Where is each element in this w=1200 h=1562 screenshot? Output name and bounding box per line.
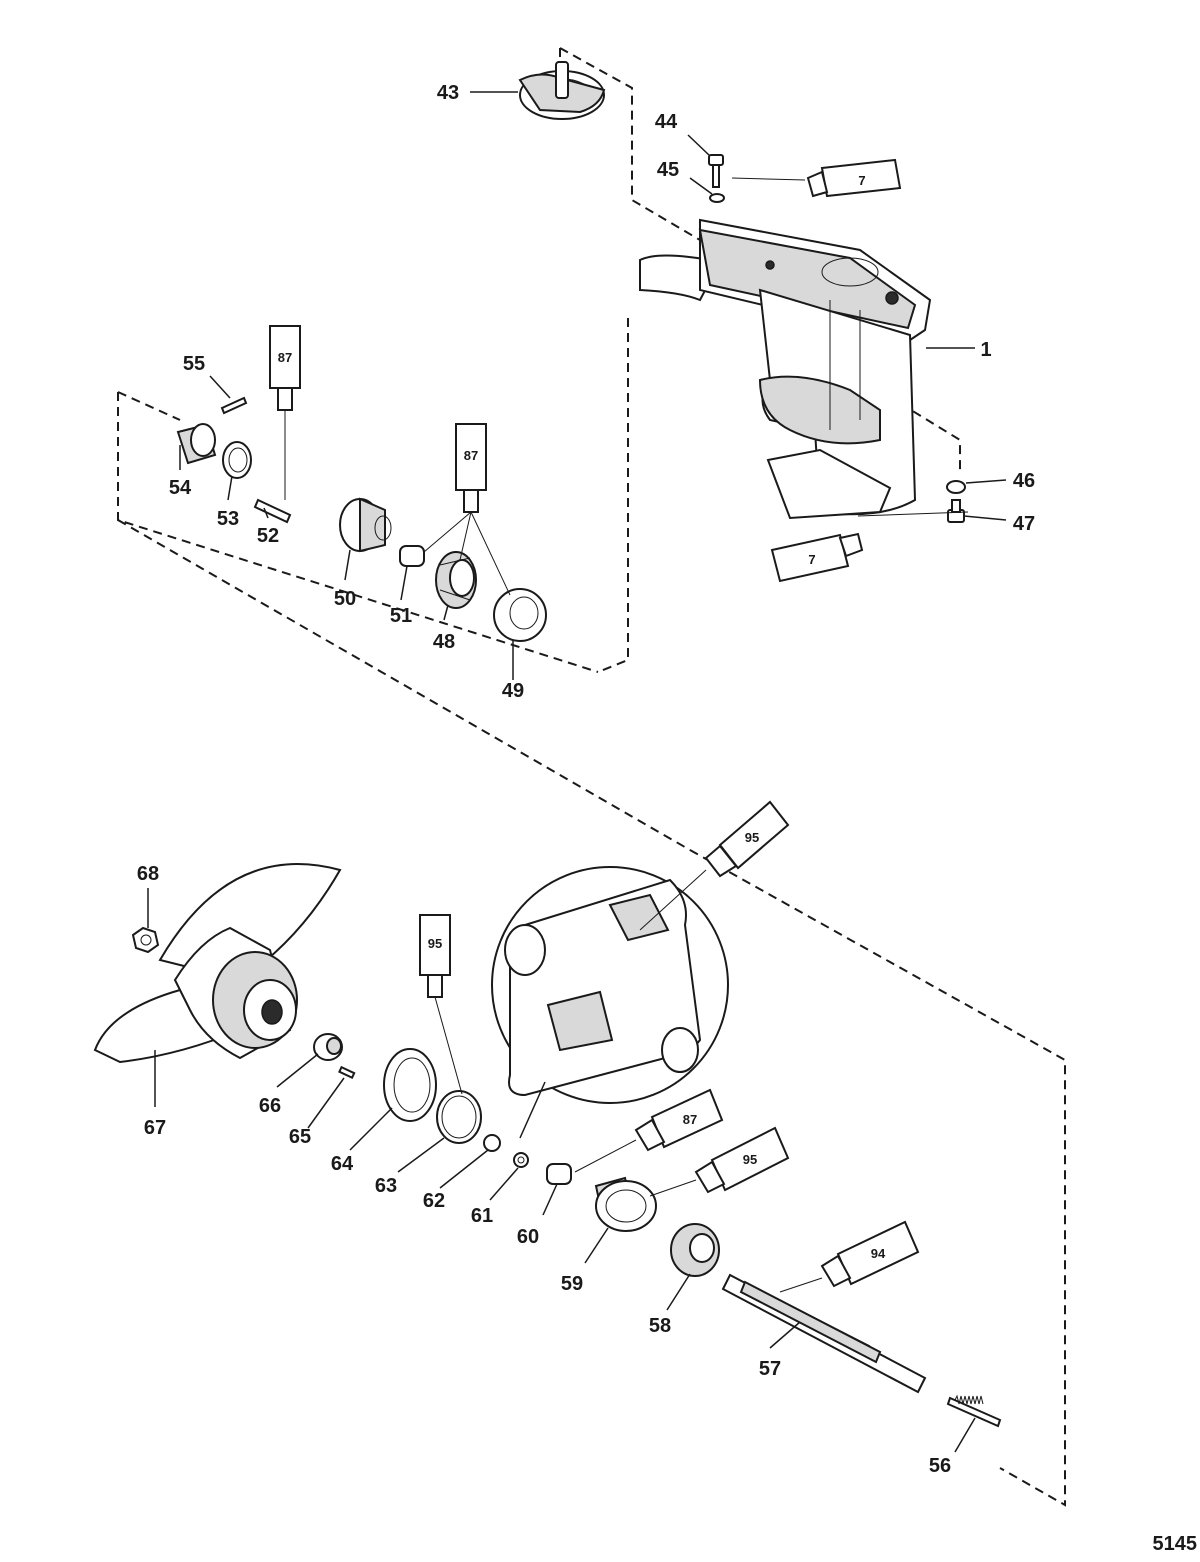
bushing-60 (546, 1163, 572, 1185)
tube-95-mid: 95 (419, 914, 451, 998)
gear-50 (339, 497, 392, 553)
tube-94: 94 (820, 1220, 920, 1288)
tube-7-top: 7 (806, 158, 902, 198)
callout-56: 56 (929, 1455, 951, 1477)
gear-housing (639, 218, 932, 520)
washer-62 (483, 1134, 501, 1152)
tube-95-mid-label: 95 (428, 936, 442, 951)
callout-leaders (147, 91, 1007, 1453)
tube-95-top-label: 95 (745, 830, 759, 845)
callout-48: 48 (433, 631, 455, 653)
tube-7-bottom-label: 7 (808, 552, 815, 567)
callout-54: 54 (169, 477, 192, 499)
washer-46 (946, 480, 966, 494)
callout-labels: 43 44 45 1 46 47 55 54 53 52 50 51 48 49… (137, 82, 1035, 1477)
shift-pin-52 (253, 498, 292, 524)
callout-58: 58 (649, 1315, 671, 1337)
callout-57: 57 (759, 1358, 781, 1380)
callout-62: 62 (423, 1190, 445, 1212)
tube-87-mid: 87 (455, 423, 487, 513)
propeller-shaft-57 (721, 1273, 927, 1394)
gear-59 (594, 1176, 657, 1232)
callout-1: 1 (980, 339, 991, 361)
callout-66: 66 (259, 1095, 281, 1117)
callout-67: 67 (144, 1117, 166, 1139)
callout-61: 61 (471, 1205, 493, 1227)
clutch-54 (176, 423, 217, 465)
bearing-race-49 (493, 588, 547, 642)
callout-49: 49 (502, 680, 524, 702)
propeller-67 (93, 863, 342, 1064)
spring-56 (946, 1394, 1002, 1428)
detail-inset (491, 866, 729, 1139)
tube-87-mid-label: 87 (464, 448, 478, 463)
tube-7-bottom: 7 (770, 532, 864, 583)
callout-55: 55 (183, 353, 205, 375)
tube-87-lower: 87 (634, 1088, 724, 1152)
callout-64: 64 (331, 1153, 354, 1175)
callout-52: 52 (257, 525, 279, 547)
tube-87-lower-label: 87 (683, 1112, 697, 1127)
callout-68: 68 (137, 863, 159, 885)
retainer-ring-53 (222, 441, 252, 479)
washer-61 (513, 1152, 529, 1168)
gear-58 (670, 1223, 720, 1277)
tube-87-left: 87 (269, 325, 301, 411)
callout-51: 51 (390, 605, 412, 627)
bearing-48 (435, 551, 477, 609)
screw-44 (708, 154, 724, 188)
thrust-washer-66 (313, 1033, 343, 1061)
callout-65: 65 (289, 1126, 311, 1148)
screw-65 (338, 1065, 356, 1080)
cover-plate-64 (383, 1048, 437, 1122)
callout-44: 44 (655, 111, 678, 133)
callout-53: 53 (217, 508, 239, 530)
callout-47: 47 (1013, 513, 1035, 535)
tube-94-label: 94 (871, 1246, 886, 1261)
tube-95-top: 95 (704, 800, 790, 878)
tube-87-left-label: 87 (278, 350, 292, 365)
callout-46: 46 (1013, 470, 1035, 492)
callout-59: 59 (561, 1273, 583, 1295)
tube-7-top-label: 7 (858, 173, 865, 188)
pin-55 (220, 396, 248, 415)
washer-45 (709, 193, 725, 203)
callout-63: 63 (375, 1175, 397, 1197)
trim-tab-anode (518, 61, 606, 120)
callout-60: 60 (517, 1226, 539, 1248)
tube-95-lower-label: 95 (743, 1152, 757, 1167)
assembly-dashed-lines (117, 47, 1066, 1507)
tube-95-lower: 95 (694, 1126, 790, 1194)
o-ring-63 (436, 1090, 482, 1144)
nut-68 (131, 926, 160, 954)
callout-45: 45 (657, 159, 679, 181)
callout-43: 43 (437, 82, 459, 104)
tube-leader-lines (284, 177, 969, 1293)
drawing-number: 5145 (1153, 1533, 1198, 1555)
bushing-51 (399, 545, 425, 567)
callout-50: 50 (334, 588, 356, 610)
screw-47 (947, 499, 965, 523)
